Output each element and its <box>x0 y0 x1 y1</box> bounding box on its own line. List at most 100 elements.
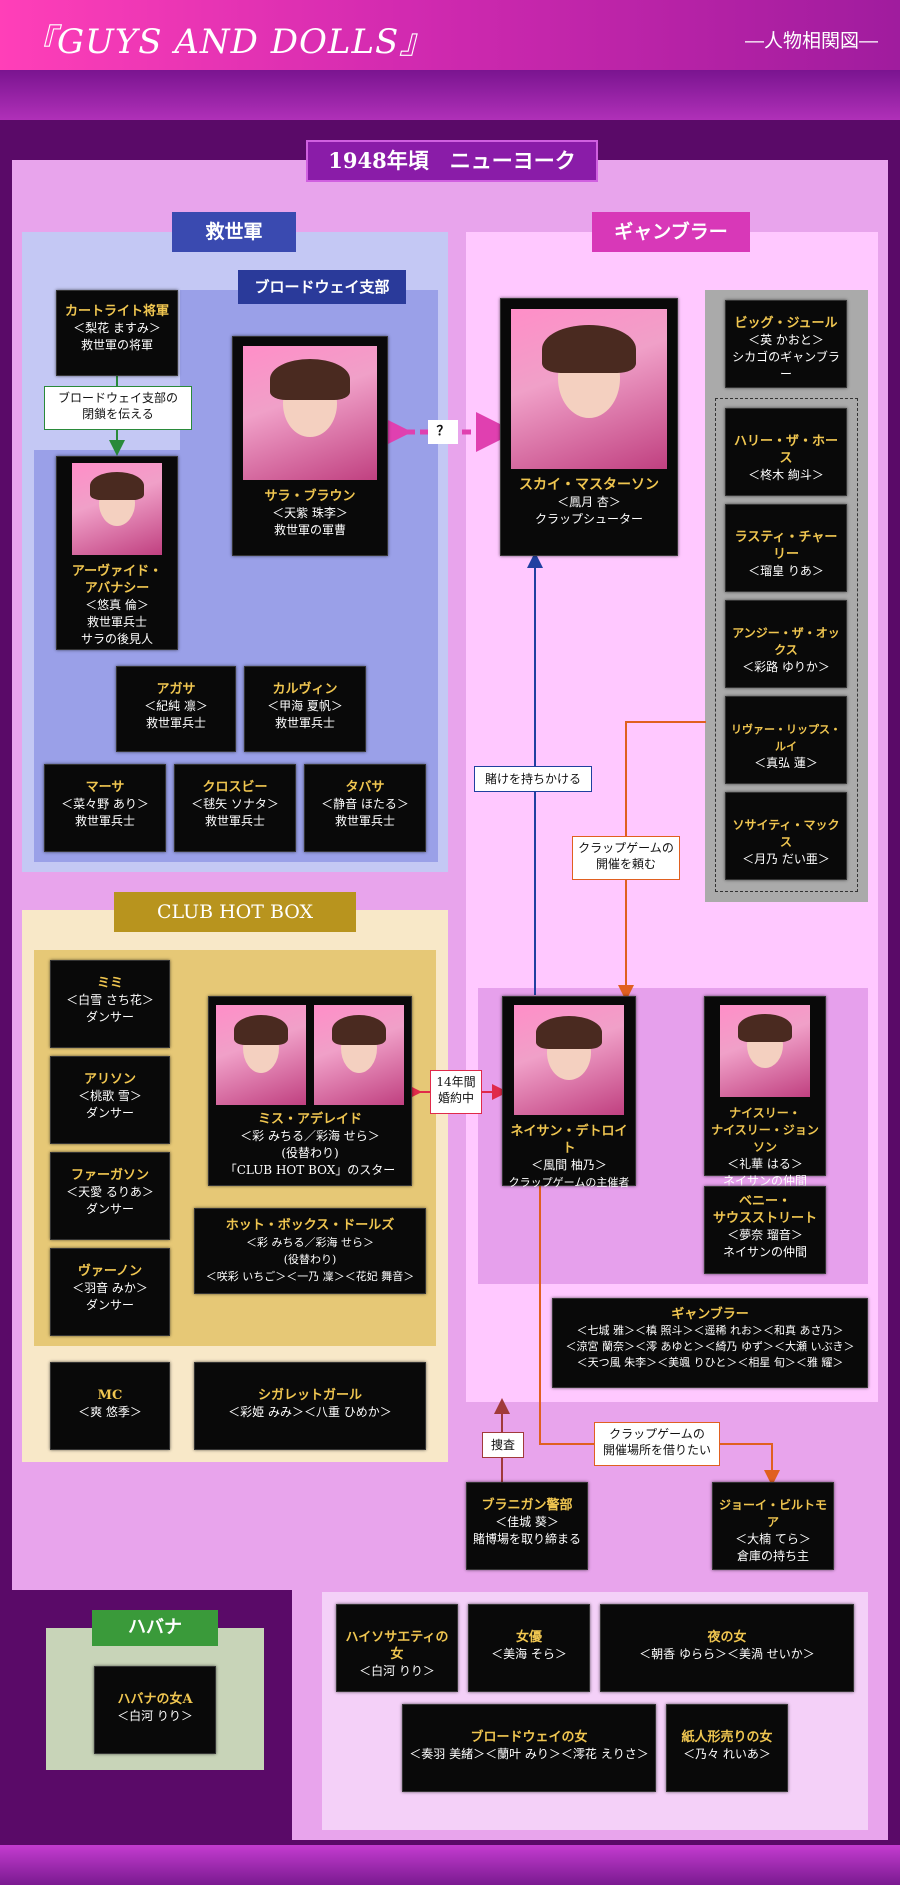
character-role: シカゴのギャンブラー <box>732 350 840 381</box>
character-name: 女優 <box>515 1630 542 1645</box>
header-band <box>0 70 900 120</box>
card-agatha[interactable]: アガサ ＜紀純 凛＞ 救世軍兵士 <box>116 666 236 752</box>
card-night-woman[interactable]: 夜の女 ＜朝香 ゆらら＞＜美渦 せいか＞ <box>600 1604 854 1692</box>
nathan-photo <box>514 1005 624 1115</box>
bet-note: 賭けを持ちかける <box>474 766 592 792</box>
character-actor: ＜美海 そら＞ <box>491 1647 567 1661</box>
card-big-jule[interactable]: ビッグ・ジュール ＜英 かおと＞ シカゴのギャンブラー <box>725 300 847 388</box>
character-role: ダンサー <box>85 1106 134 1120</box>
character-actor: ＜大楠 てら＞ <box>735 1532 811 1546</box>
character-name: ミス・アデレイド <box>257 1112 362 1127</box>
card-calvin[interactable]: カルヴィン ＜甲海 夏帆＞ 救世軍兵士 <box>244 666 366 752</box>
adelaide-photo-1 <box>216 1005 306 1105</box>
character-actor: ＜奏羽 美緒＞＜蘭叶 みり＞＜澪花 えりさ＞ <box>409 1747 649 1761</box>
character-name: スカイ・マスターソン <box>519 477 659 493</box>
card-havana-woman[interactable]: ハバナの女A ＜白河 りり＞ <box>94 1666 216 1754</box>
card-benny[interactable]: ベニー・ サウスストリート ＜夢奈 瑠音＞ ネイサンの仲間 <box>704 1186 826 1274</box>
character-name: アリソン <box>83 1072 136 1087</box>
character-role: ネイサンの仲間 <box>722 1245 807 1259</box>
character-alternating: (役替わり) <box>283 1253 337 1266</box>
character-name: アンジー・ザ・オックス <box>732 626 840 657</box>
sarah-photo <box>243 346 377 480</box>
character-name: アガサ <box>156 682 196 697</box>
card-vernon[interactable]: ヴァーノン ＜羽音 みか＞ ダンサー <box>50 1248 170 1336</box>
character-role: ダンサー <box>85 1202 134 1216</box>
character-name: MC <box>97 1388 123 1403</box>
character-actor: ＜真弘 蓮＞ <box>754 756 818 770</box>
card-mimi[interactable]: ミミ ＜白雪 さち花＞ ダンサー <box>50 960 170 1048</box>
card-allison[interactable]: アリソン ＜桃歌 雪＞ ダンサー <box>50 1056 170 1144</box>
havana-label: ハバナ <box>92 1610 218 1646</box>
character-actor: ＜佳城 葵＞ <box>495 1515 559 1529</box>
character-role: 救世軍兵士 <box>204 814 265 828</box>
character-role: 救世軍の将軍 <box>80 338 153 352</box>
card-broadway-woman[interactable]: ブロードウェイの女 ＜奏羽 美緒＞＜蘭叶 みり＞＜澪花 えりさ＞ <box>402 1704 656 1792</box>
character-name: 紙人形売りの女 <box>681 1730 773 1745</box>
adelaide-photo-2 <box>314 1005 404 1105</box>
card-nathan[interactable]: ネイサン・デトロイト ＜風間 柚乃＞ クラップゲームの主催者 <box>502 996 636 1189</box>
character-actor: ＜礼華 はる＞ <box>727 1157 803 1171</box>
card-mc[interactable]: MC ＜爽 悠季＞ <box>50 1362 170 1450</box>
broadway-branch-label: ブロードウェイ支部 <box>238 270 406 304</box>
card-nicely[interactable]: ナイスリー・ ナイスリー・ジョンソン ＜礼華 はる＞ ネイサンの仲間 <box>704 996 826 1188</box>
character-name: ハイソサエティの女 <box>345 1630 449 1662</box>
card-joey[interactable]: ジョーイ・ビルトモア ＜大楠 てら＞ 倉庫の持ち主 <box>712 1482 834 1570</box>
card-angie[interactable]: アンジー・ザ・オックス ＜彩路 ゆりか＞ <box>725 600 847 688</box>
character-name: ソサイティ・マックス <box>732 818 840 849</box>
character-name: ファーガソン <box>70 1168 149 1183</box>
card-arvide[interactable]: アーヴァイド・ アバナシー ＜悠真 倫＞ 救世軍兵士 サラの後見人 <box>56 456 178 650</box>
card-crosby[interactable]: クロスビー ＜毬矢 ソナタ＞ 救世軍兵士 <box>174 764 296 852</box>
gray-gamblers-dashed <box>715 398 858 892</box>
character-role: 救世軍の軍曹 <box>273 523 346 537</box>
character-name: ジョーイ・ビルトモア <box>718 1498 827 1529</box>
character-actor: ＜朝香 ゆらら＞＜美渦 せいか＞ <box>639 1647 815 1661</box>
crap-request-note: クラップゲームの 開催を頼む <box>572 836 680 880</box>
character-name: カートライト将軍 <box>64 304 169 319</box>
character-actor: ＜白河 りり＞ <box>359 1664 435 1678</box>
character-actor: ＜柊木 絢斗＞ <box>748 468 824 482</box>
character-actor: ＜鳳月 杏＞ <box>557 495 621 509</box>
character-role: ダンサー <box>85 1298 134 1312</box>
character-actor: ＜白雪 さち花＞ <box>66 993 154 1007</box>
card-ferguson[interactable]: ファーガソン ＜天愛 るりあ＞ ダンサー <box>50 1152 170 1240</box>
card-cigarette[interactable]: シガレットガール ＜彩姫 みみ＞＜八重 ひめか＞ <box>194 1362 426 1450</box>
card-cartwright[interactable]: カートライト将軍 ＜梨花 ますみ＞ 救世軍の将軍 <box>56 290 178 376</box>
character-actor: ＜乃々 れいあ＞ <box>683 1747 771 1761</box>
card-tabasa[interactable]: タバサ ＜静音 ほたる＞ 救世軍兵士 <box>304 764 426 852</box>
character-actor: ＜天紫 珠李＞ <box>272 506 348 520</box>
investigate-note: 捜査 <box>482 1432 524 1458</box>
character-name: ラスティ・チャーリー <box>734 530 838 562</box>
character-name: ホット・ボックス・ドールズ <box>225 1218 395 1233</box>
character-role: クラップシューター <box>534 512 643 526</box>
card-paper-doll[interactable]: 紙人形売りの女 ＜乃々 れいあ＞ <box>666 1704 788 1792</box>
footer-band <box>0 1845 900 1885</box>
character-role: クラップゲームの主催者 <box>508 1176 630 1189</box>
card-liver[interactable]: リヴァー・リップス・ルイ ＜真弘 蓮＞ <box>725 696 847 784</box>
card-brannigan[interactable]: ブラニガン警部 ＜佳城 葵＞ 賭博場を取り締まる <box>466 1482 588 1570</box>
character-name: ミミ <box>96 976 123 991</box>
character-name: アーヴァイド・ アバナシー <box>71 564 163 596</box>
character-name: ビッグ・ジュール <box>734 316 838 331</box>
character-role: 倉庫の持ち主 <box>736 1549 809 1563</box>
character-role: 救世軍兵士 <box>334 814 395 828</box>
card-actress[interactable]: 女優 ＜美海 そら＞ <box>468 1604 590 1692</box>
card-adelaide[interactable]: ミス・アデレイド ＜彩 みちる／彩海 せら＞ (役替わり) 「CLUB HOT … <box>208 996 412 1186</box>
character-actor: ＜爽 悠季＞ <box>78 1405 142 1419</box>
card-harry[interactable]: ハリー・ザ・ホース ＜柊木 絢斗＞ <box>725 408 847 496</box>
card-hotbox-dolls[interactable]: ホット・ボックス・ドールズ ＜彩 みちる／彩海 せら＞ (役替わり) ＜咲彩 い… <box>194 1208 426 1294</box>
card-society[interactable]: ソサイティ・マックス ＜月乃 だい亜＞ <box>725 792 847 880</box>
card-high-society[interactable]: ハイソサエティの女 ＜白河 りり＞ <box>336 1604 458 1692</box>
page-title: 『GUYS AND DOLLS』 <box>22 22 435 62</box>
card-rusty[interactable]: ラスティ・チャーリー ＜瑠皇 りあ＞ <box>725 504 847 592</box>
character-name: ハバナの女A <box>117 1692 193 1707</box>
character-name: シガレットガール <box>257 1388 362 1403</box>
arvide-photo <box>72 463 162 555</box>
character-role: 救世軍兵士 <box>145 716 206 730</box>
card-gamblers-group[interactable]: ギャンブラー ＜七城 雅＞＜槙 照斗＞＜遥稀 れお＞＜和真 あさ乃＞ ＜涼宮 蘭… <box>552 1298 868 1388</box>
card-sky[interactable]: スカイ・マスターソン ＜鳳月 杏＞ クラップシューター <box>500 298 678 556</box>
card-martha[interactable]: マーサ ＜菜々野 あり＞ 救世軍兵士 <box>44 764 166 852</box>
character-name: ベニー・ サウスストリート <box>712 1194 817 1226</box>
nicely-photo <box>720 1005 810 1097</box>
card-sarah[interactable]: サラ・ブラウン ＜天紫 珠李＞ 救世軍の軍曹 <box>232 336 388 556</box>
